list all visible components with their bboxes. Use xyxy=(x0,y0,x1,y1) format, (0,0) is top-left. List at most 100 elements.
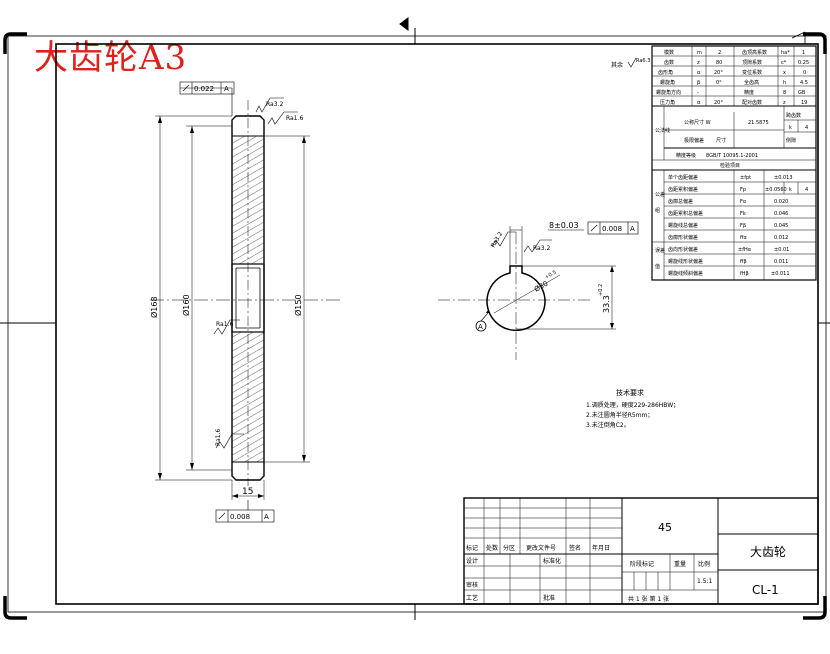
svg-text:设计: 设计 xyxy=(466,557,478,565)
svg-text:0.008: 0.008 xyxy=(230,513,250,521)
svg-text:顶隙系数: 顶隙系数 xyxy=(742,59,762,66)
svg-text:ffα: ffα xyxy=(740,235,747,241)
gear-section-view xyxy=(150,81,340,523)
svg-text:阶段标记: 阶段标记 xyxy=(630,560,654,568)
svg-text:侧隙: 侧隙 xyxy=(786,137,796,144)
svg-text:螺旋角: 螺旋角 xyxy=(660,79,675,86)
svg-text:2: 2 xyxy=(718,50,721,56)
svg-text:8GB/T 10095.1-2001: 8GB/T 10095.1-2001 xyxy=(706,153,758,159)
svg-text:Ø150: Ø150 xyxy=(293,294,303,316)
svg-text:齿廓形状偏差: 齿廓形状偏差 xyxy=(668,234,698,241)
svg-text:压力角: 压力角 xyxy=(660,99,675,106)
svg-text:公称尺寸 W: 公称尺寸 W xyxy=(684,119,711,126)
svg-text:公差: 公差 xyxy=(655,191,665,198)
svg-text:GB: GB xyxy=(798,90,806,96)
svg-text:螺旋线形状偏差: 螺旋线形状偏差 xyxy=(668,258,703,265)
svg-text:ffβ: ffβ xyxy=(740,259,747,265)
svg-text:A: A xyxy=(630,225,635,233)
svg-text:误差: 误差 xyxy=(655,247,665,254)
svg-text:单个齿距偏差: 单个齿距偏差 xyxy=(668,174,698,181)
svg-text:签名: 签名 xyxy=(569,544,581,552)
svg-text:20°: 20° xyxy=(714,70,723,76)
outer-frame xyxy=(0,17,830,620)
svg-text:齿顶高系数: 齿顶高系数 xyxy=(742,49,767,56)
svg-text:0.045: 0.045 xyxy=(774,223,788,229)
svg-text:检验项目: 检验项目 xyxy=(720,162,740,169)
svg-text:变位系数: 变位系数 xyxy=(742,69,762,76)
svg-text:审核: 审核 xyxy=(466,581,478,589)
svg-text:α: α xyxy=(697,100,701,106)
bore-end-view xyxy=(438,221,639,360)
svg-text:-: - xyxy=(697,90,699,96)
svg-text:β: β xyxy=(697,80,700,86)
svg-text:齿数: 齿数 xyxy=(664,59,674,66)
svg-text:4.5: 4.5 xyxy=(800,80,808,86)
svg-text:标记: 标记 xyxy=(466,544,478,552)
svg-text:+0.5: +0.5 xyxy=(544,269,558,280)
svg-text:Fp: Fp xyxy=(740,187,746,193)
svg-text:k: k xyxy=(789,187,792,193)
svg-text:±fpt: ±fpt xyxy=(740,175,751,181)
svg-text:值: 值 xyxy=(655,263,660,270)
svg-text:0.046: 0.046 xyxy=(774,211,788,217)
svg-text:Ra3.2: Ra3.2 xyxy=(490,230,505,249)
svg-text:4: 4 xyxy=(805,187,808,193)
title-block-text: 45 大齿轮 CL-1 标记 处数 分区 更改文件号 签名 年月日 设计 标准化… xyxy=(466,521,786,603)
svg-text:Ra1.6: Ra1.6 xyxy=(215,429,222,446)
svg-text:±0.0560: ±0.0560 xyxy=(765,187,787,193)
svg-text:重量: 重量 xyxy=(674,560,686,568)
svg-text:0: 0 xyxy=(803,70,806,76)
svg-text:±0.011: ±0.011 xyxy=(771,271,790,277)
svg-text:α: α xyxy=(697,70,701,76)
svg-text:齿形角: 齿形角 xyxy=(658,69,673,76)
svg-text:其余: 其余 xyxy=(611,61,623,69)
svg-text:处数: 处数 xyxy=(486,544,498,552)
svg-text:21.5875: 21.5875 xyxy=(748,120,769,126)
svg-text:A: A xyxy=(224,85,229,93)
svg-text:Ø168: Ø168 xyxy=(149,296,159,318)
svg-text:齿距累积总偏差: 齿距累积总偏差 xyxy=(668,210,703,217)
svg-text:1: 1 xyxy=(802,50,805,56)
svg-text:+0.2: +0.2 xyxy=(598,284,604,296)
svg-text:33.3: 33.3 xyxy=(602,295,611,313)
svg-text:Ra6.3: Ra6.3 xyxy=(636,58,650,64)
svg-text:m: m xyxy=(697,50,702,56)
svg-text:组: 组 xyxy=(655,207,660,214)
svg-text:Ra3.2: Ra3.2 xyxy=(533,245,550,252)
title-block xyxy=(463,497,819,605)
svg-text:Ra1.6: Ra1.6 xyxy=(286,115,303,122)
svg-text:Fk: Fk xyxy=(740,211,746,217)
svg-text:0.008: 0.008 xyxy=(602,225,622,233)
svg-text:A: A xyxy=(478,323,483,331)
svg-text:±0.013: ±0.013 xyxy=(774,175,793,181)
svg-text:跨齿数: 跨齿数 xyxy=(786,112,801,119)
technical-requirements: 技术要求 1.调质处理，硬度229-286HBW； 2.未注圆角半径R5mm； … xyxy=(586,388,679,429)
svg-text:螺旋线总偏差: 螺旋线总偏差 xyxy=(668,222,698,229)
svg-text:A: A xyxy=(264,513,269,521)
svg-text:公法线: 公法线 xyxy=(655,127,670,134)
gear-parameter-table xyxy=(651,45,817,281)
svg-text:齿距累积偏差: 齿距累积偏差 xyxy=(668,186,698,193)
svg-text:0.25: 0.25 xyxy=(798,60,809,66)
svg-text:±fHα: ±fHα xyxy=(738,247,752,253)
svg-text:技术要求: 技术要求 xyxy=(616,388,644,397)
svg-text:分区: 分区 xyxy=(503,544,515,552)
svg-text:0.011: 0.011 xyxy=(774,259,788,265)
svg-text:20°: 20° xyxy=(714,100,723,106)
svg-text:Fα: Fα xyxy=(740,199,747,205)
svg-text:±0.01: ±0.01 xyxy=(774,247,789,253)
svg-text:3.未注倒角C2。: 3.未注倒角C2。 xyxy=(586,421,630,429)
svg-text:1.调质处理，硬度229-286HBW；: 1.调质处理，硬度229-286HBW； xyxy=(586,401,679,409)
svg-text:ha*: ha* xyxy=(781,50,790,56)
svg-text:h: h xyxy=(783,80,786,86)
svg-text:模数: 模数 xyxy=(664,49,674,56)
svg-text:Fβ: Fβ xyxy=(740,223,746,229)
svg-text:8±0.03: 8±0.03 xyxy=(549,221,579,230)
svg-text:45: 45 xyxy=(658,521,672,534)
svg-text:0.022: 0.022 xyxy=(194,85,214,93)
svg-text:1.5:1: 1.5:1 xyxy=(697,578,713,585)
svg-text:精度等级: 精度等级 xyxy=(676,152,696,159)
gear-section-labels: 0.022 A 0.008 A Ra3.2 Ra1.6 Ra1.6 Ra1.6 … xyxy=(149,85,303,521)
svg-text:精度: 精度 xyxy=(744,89,754,96)
